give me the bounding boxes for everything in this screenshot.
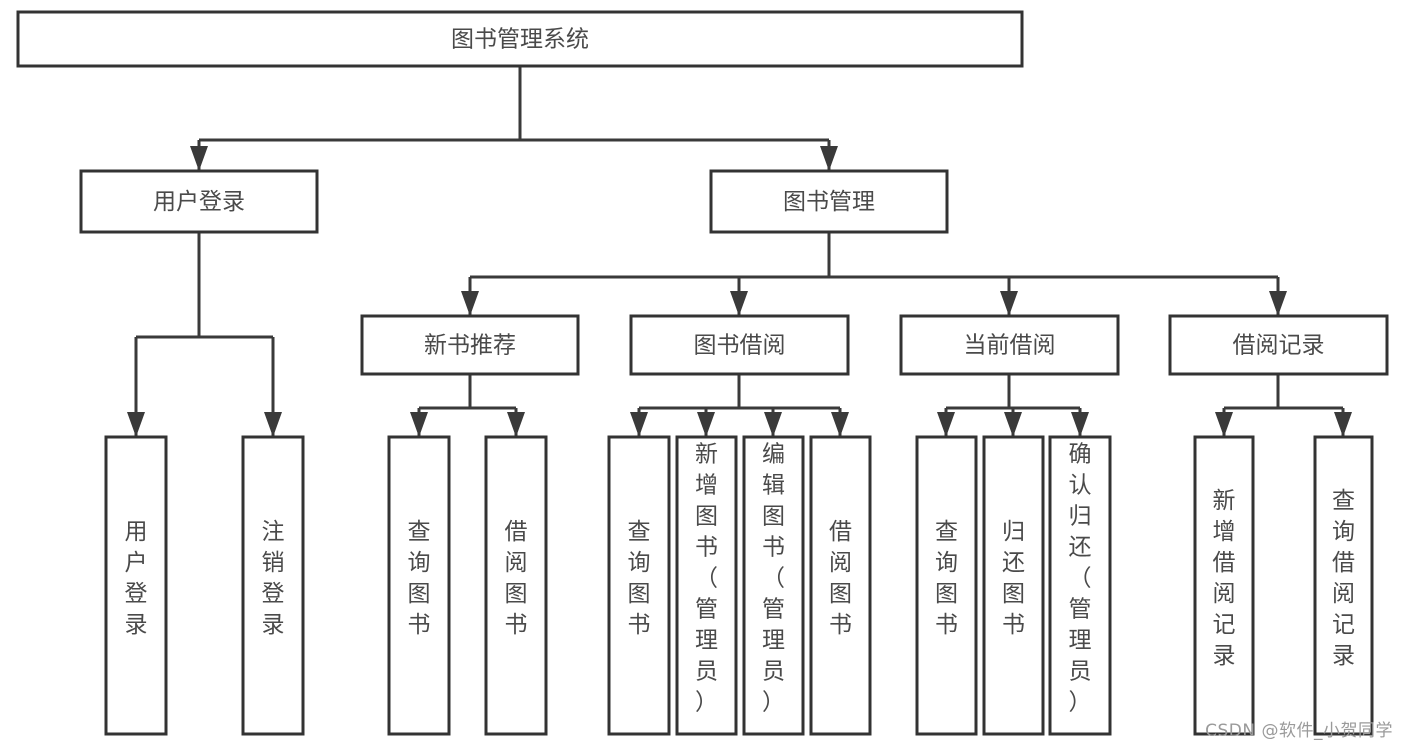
node-box-leaf-return-book <box>982 435 1045 736</box>
node-root[interactable]: 图书管理系统 <box>16 10 1024 68</box>
node-leaf-add-borrow-record[interactable]: 新增借阅记录 <box>1193 435 1255 736</box>
node-label-user-login: 用户登录 <box>153 189 245 215</box>
node-box-borrow-record <box>1168 314 1389 376</box>
node-label-leaf-user-login: 用户登录 <box>125 519 148 638</box>
arrow-book-manage <box>820 146 838 171</box>
node-user-login[interactable]: 用户登录 <box>79 169 319 234</box>
node-box-leaf-query-book-borrow <box>607 435 671 736</box>
node-leaf-user-login[interactable]: 用户登录 <box>104 435 168 736</box>
node-leaf-query-book-recommend[interactable]: 查询图书 <box>387 435 451 736</box>
arrow-leaf-logout <box>264 412 282 437</box>
arrow-leaf-add-book <box>697 412 715 437</box>
arrow-leaf-add-borrow-record <box>1215 412 1233 437</box>
arrow-new-book-recommend <box>461 291 479 316</box>
node-leaf-borrow-book[interactable]: 借阅图书 <box>809 435 872 736</box>
node-leaf-add-book[interactable]: 新增图书（管理员） <box>675 435 738 736</box>
arrow-leaf-query-book-current <box>937 412 955 437</box>
node-label-leaf-borrow-book-recommend: 借阅图书 <box>505 519 528 638</box>
arrow-leaf-user-login <box>127 412 145 437</box>
node-current-borrow[interactable]: 当前借阅 <box>899 314 1120 376</box>
node-label-leaf-query-book-borrow: 查询图书 <box>628 519 651 638</box>
node-label-new-book-recommend: 新书推荐 <box>424 333 516 359</box>
node-box-leaf-query-borrow-record <box>1313 435 1374 736</box>
node-label-leaf-borrow-book: 借阅图书 <box>829 519 852 638</box>
node-label-borrow-record: 借阅记录 <box>1233 333 1325 359</box>
node-book-manage[interactable]: 图书管理 <box>709 169 949 234</box>
node-box-leaf-query-book-recommend <box>387 435 451 736</box>
node-box-current-borrow <box>899 314 1120 376</box>
node-label-leaf-query-book-recommend: 查询图书 <box>408 519 431 638</box>
node-label-leaf-query-book-current: 查询图书 <box>935 519 958 638</box>
node-box-book-manage <box>709 169 949 234</box>
node-leaf-query-book-borrow[interactable]: 查询图书 <box>607 435 671 736</box>
node-box-leaf-user-login <box>104 435 168 736</box>
node-label-current-borrow: 当前借阅 <box>964 333 1056 359</box>
node-leaf-query-book-current[interactable]: 查询图书 <box>915 435 978 736</box>
node-box-leaf-add-book <box>675 435 738 736</box>
node-label-leaf-add-book: 新增图书（管理员） <box>695 442 718 716</box>
arrow-user-login <box>190 146 208 171</box>
arrow-leaf-return-book <box>1004 412 1022 437</box>
node-book-borrow[interactable]: 图书借阅 <box>629 314 850 376</box>
node-box-leaf-confirm-return <box>1048 435 1112 736</box>
node-new-book-recommend[interactable]: 新书推荐 <box>360 314 580 376</box>
node-leaf-query-borrow-record[interactable]: 查询借阅记录 <box>1313 435 1374 736</box>
node-leaf-borrow-book-recommend[interactable]: 借阅图书 <box>484 435 548 736</box>
node-borrow-record[interactable]: 借阅记录 <box>1168 314 1389 376</box>
node-leaf-logout[interactable]: 注销登录 <box>241 435 305 736</box>
node-box-user-login <box>79 169 319 234</box>
arrow-leaf-borrow-book <box>831 412 849 437</box>
node-label-book-manage: 图书管理 <box>783 189 875 215</box>
arrow-current-borrow <box>1000 291 1018 316</box>
node-box-leaf-borrow-book-recommend <box>484 435 548 736</box>
node-box-leaf-borrow-book <box>809 435 872 736</box>
node-box-root <box>16 10 1024 68</box>
arrow-leaf-confirm-return <box>1071 412 1089 437</box>
arrow-borrow-record <box>1269 291 1287 316</box>
node-box-book-borrow <box>629 314 850 376</box>
node-box-leaf-add-borrow-record <box>1193 435 1255 736</box>
node-label-leaf-logout: 注销登录 <box>262 519 285 638</box>
node-leaf-return-book[interactable]: 归还图书 <box>982 435 1045 736</box>
arrow-book-borrow <box>730 291 748 316</box>
node-box-leaf-query-book-current <box>915 435 978 736</box>
node-label-leaf-add-borrow-record: 新增借阅记录 <box>1213 488 1236 669</box>
arrow-leaf-query-book-borrow <box>630 412 648 437</box>
node-label-leaf-edit-book: 编辑图书（管理员） <box>762 442 785 716</box>
node-box-leaf-logout <box>241 435 305 736</box>
arrow-leaf-query-borrow-record <box>1334 412 1352 437</box>
node-box-leaf-edit-book <box>742 435 805 736</box>
node-box-new-book-recommend <box>360 314 580 376</box>
node-label-book-borrow: 图书借阅 <box>694 333 786 359</box>
arrow-leaf-edit-book <box>764 412 782 437</box>
node-label-root: 图书管理系统 <box>451 27 589 53</box>
node-leaf-confirm-return[interactable]: 确认归还（管理员） <box>1048 435 1112 736</box>
arrow-leaf-borrow-book-recommend <box>507 412 525 437</box>
node-label-leaf-return-book: 归还图书 <box>1002 519 1025 638</box>
arrow-leaf-query-book-recommend <box>410 412 428 437</box>
node-leaf-edit-book[interactable]: 编辑图书（管理员） <box>742 435 805 736</box>
node-label-leaf-confirm-return: 确认归还（管理员） <box>1069 442 1092 716</box>
node-label-leaf-query-borrow-record: 查询借阅记录 <box>1332 488 1355 669</box>
